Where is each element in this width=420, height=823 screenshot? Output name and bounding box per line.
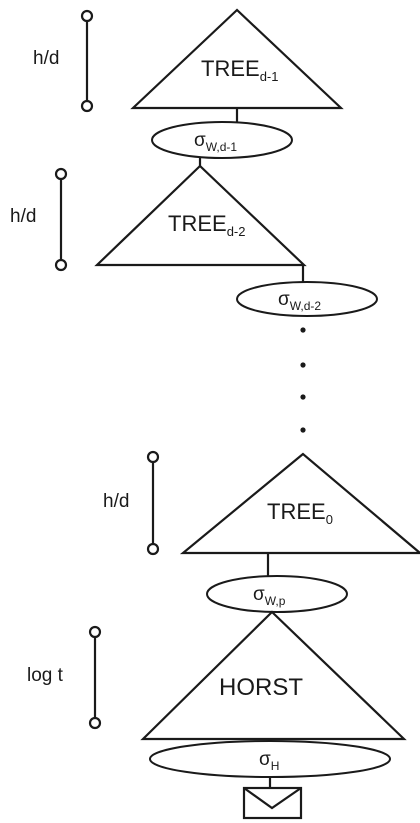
- sigma-label-0: σW,p: [253, 584, 286, 608]
- sigma-w-p: [206, 575, 348, 613]
- height-bar-horst: [88, 625, 102, 730]
- height-bar-d-1: [80, 9, 94, 113]
- ellipsis-dots: [300, 327, 306, 433]
- horst-triangle: [140, 610, 407, 741]
- tree-triangle-0: [179, 452, 420, 555]
- sigma-label-horst: σH: [259, 749, 279, 773]
- height-label-horst: log t: [27, 665, 64, 686]
- tree-d-2: h/d TREEd-2 σW,d-2: [10, 158, 378, 317]
- height-bar-d-2: [54, 167, 68, 272]
- height-bar-0: [146, 450, 160, 556]
- sigma-label-d-1: σW,d-1: [194, 130, 237, 154]
- height-label-0: h/d: [103, 491, 129, 512]
- height-label-d-2: h/d: [10, 206, 36, 227]
- sigma-label-d-2: σW,d-2: [278, 289, 321, 313]
- horst-label: HORST: [219, 674, 303, 701]
- tree-label-0: TREE0: [267, 499, 333, 527]
- sigma-w-d-2: [236, 281, 378, 317]
- height-label-d-1: h/d: [33, 48, 59, 69]
- tree-0: h/d TREE0 σW,p: [103, 450, 420, 613]
- tree-label-d-1: TREEd-1: [201, 56, 278, 84]
- horst-tree: log t HORST σH: [27, 610, 407, 788]
- tree-triangle-d-2: [94, 164, 307, 267]
- sigma-w-d-1: [151, 121, 293, 159]
- envelope-icon: [242, 786, 303, 820]
- tree-d-1: h/d TREEd-1 σW,d-1: [33, 8, 344, 159]
- tree-label-d-2: TREEd-2: [168, 211, 245, 239]
